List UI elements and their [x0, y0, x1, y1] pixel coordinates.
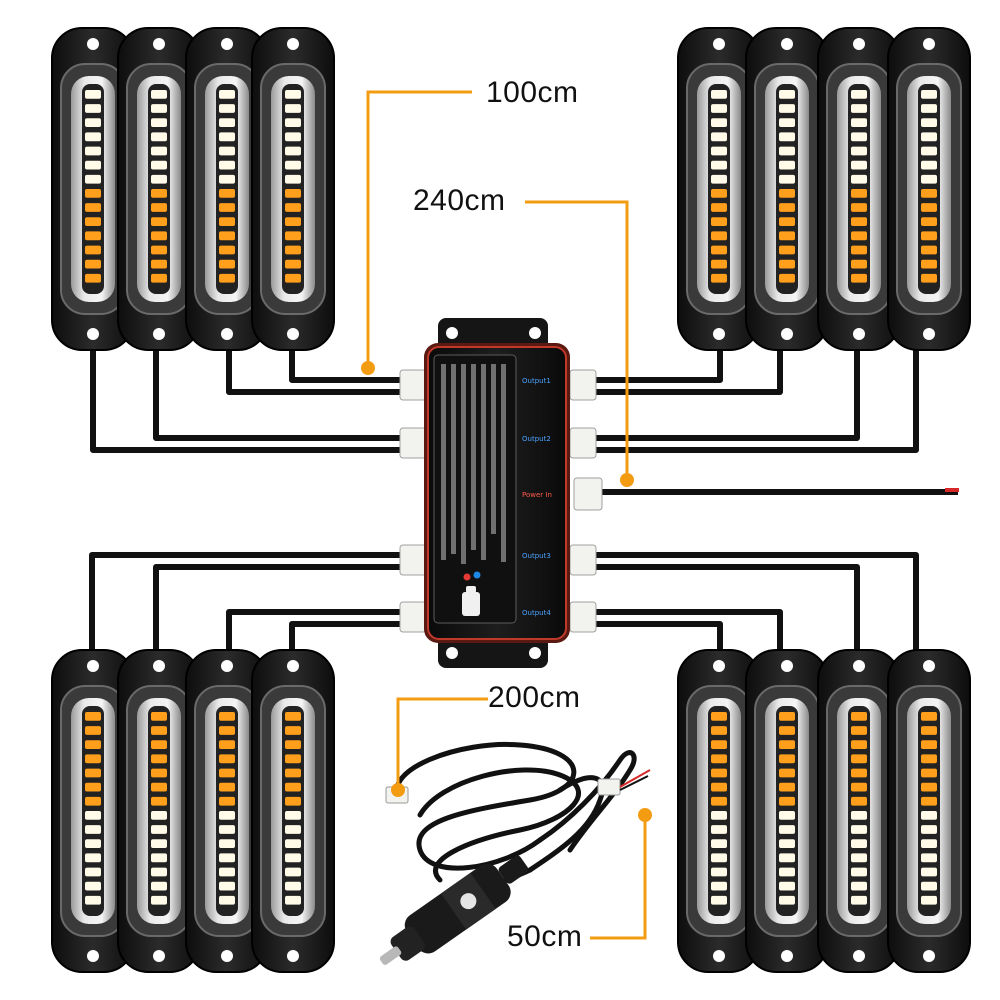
bottle-icon: [462, 586, 480, 616]
led-strobe-light-icon: [251, 649, 335, 973]
led-strobe-light-icon: [817, 649, 901, 973]
cigarette-lighter-plug-icon: [379, 855, 529, 965]
connector-plug: [399, 601, 427, 633]
led-strobe-light-icon: [677, 27, 761, 351]
cable-length-label-50: 50cm: [507, 920, 583, 953]
connector-plug: [569, 601, 597, 633]
port-label: Output1: [522, 377, 551, 385]
leader-end-dots: [361, 361, 652, 822]
led-strobe-light-icon: [185, 27, 269, 351]
led-strobe-light-icon: [677, 649, 761, 973]
dimension-leader-lines: [366, 90, 647, 940]
power-cord: [394, 741, 637, 888]
indicator-led-red: [463, 573, 471, 581]
led-strobe-light-icon: [887, 27, 971, 351]
port-label: Output3: [522, 552, 551, 560]
instruction-text-block: [441, 364, 506, 564]
connector-plug: [399, 427, 427, 459]
led-strobe-light-icon: [817, 27, 901, 351]
cable-length-label-200: 200cm: [488, 681, 581, 714]
connector-plug: [399, 369, 427, 401]
led-strobe-light-icon: [51, 27, 135, 351]
wiring-harness: [89, 345, 958, 660]
connector-plug: [569, 544, 597, 576]
led-strobe-lights: [51, 27, 971, 973]
led-strobe-light-icon: [745, 27, 829, 351]
indicator-led-blue: [473, 571, 481, 579]
port-label: Output4: [522, 609, 551, 617]
led-strobe-light-icon: [887, 649, 971, 973]
port-label: Power In: [522, 491, 552, 499]
connector-plug: [399, 544, 427, 576]
led-strobe-light-icon: [251, 27, 335, 351]
power-connector: [573, 477, 603, 511]
connector-plug: [569, 427, 597, 459]
cable-connectors: [399, 369, 603, 633]
led-strobe-light-icon: [51, 649, 135, 973]
led-strobe-light-icon: [745, 649, 829, 973]
led-strobe-light-icon: [117, 649, 201, 973]
led-strobe-light-icon: [185, 649, 269, 973]
power-red-wire: [945, 488, 959, 492]
cable-length-label-240: 240cm: [413, 184, 506, 217]
port-label: Output2: [522, 435, 551, 443]
cable-length-label-100: 100cm: [486, 76, 579, 109]
connector-plug: [569, 369, 597, 401]
led-strobe-light-icon: [117, 27, 201, 351]
